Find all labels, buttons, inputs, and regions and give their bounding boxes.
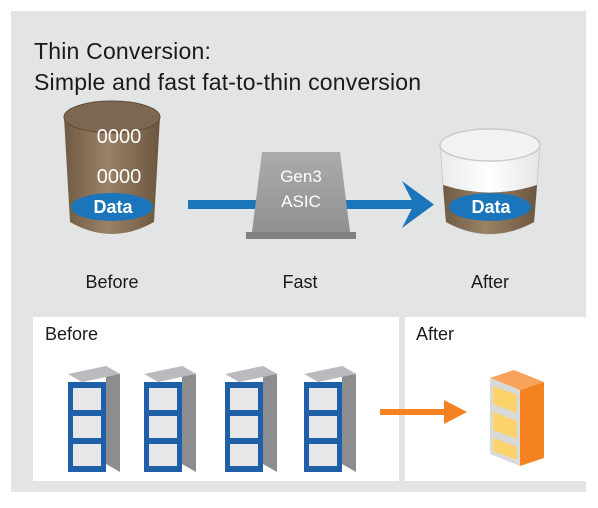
server-before-1 — [68, 366, 120, 472]
diagram-title: Thin Conversion: Simple and fast fat-to-… — [34, 36, 421, 98]
server-before-4 — [304, 366, 356, 472]
asic-line-2: ASIC — [281, 192, 321, 211]
before-data-label: Data — [93, 197, 133, 217]
fast-caption: Fast — [282, 272, 318, 292]
before-digits-top: 0000 — [97, 126, 142, 148]
before-box-label: Before — [45, 324, 99, 344]
server-before-2 — [144, 366, 196, 472]
after-data-label: Data — [471, 197, 511, 217]
before-caption: Before — [85, 272, 139, 292]
title-line-2: Simple and fast fat-to-thin conversion — [34, 69, 422, 95]
server-before-3 — [225, 366, 277, 472]
after-caption: After — [470, 272, 509, 292]
after-bucket — [439, 128, 541, 235]
asic-line-1: Gen3 — [280, 167, 322, 186]
server-after-thin — [490, 370, 544, 466]
orange-arrow — [380, 400, 467, 424]
gen3-asic-chip — [246, 152, 356, 239]
before-digits-bottom: 0000 — [97, 166, 142, 188]
conversion-diagram: 0000 0000 Data Gen3 ASIC Data — [63, 100, 541, 239]
title-line-1: Thin Conversion: — [34, 38, 212, 64]
after-box-label: After — [416, 324, 455, 344]
before-bucket — [63, 100, 161, 234]
